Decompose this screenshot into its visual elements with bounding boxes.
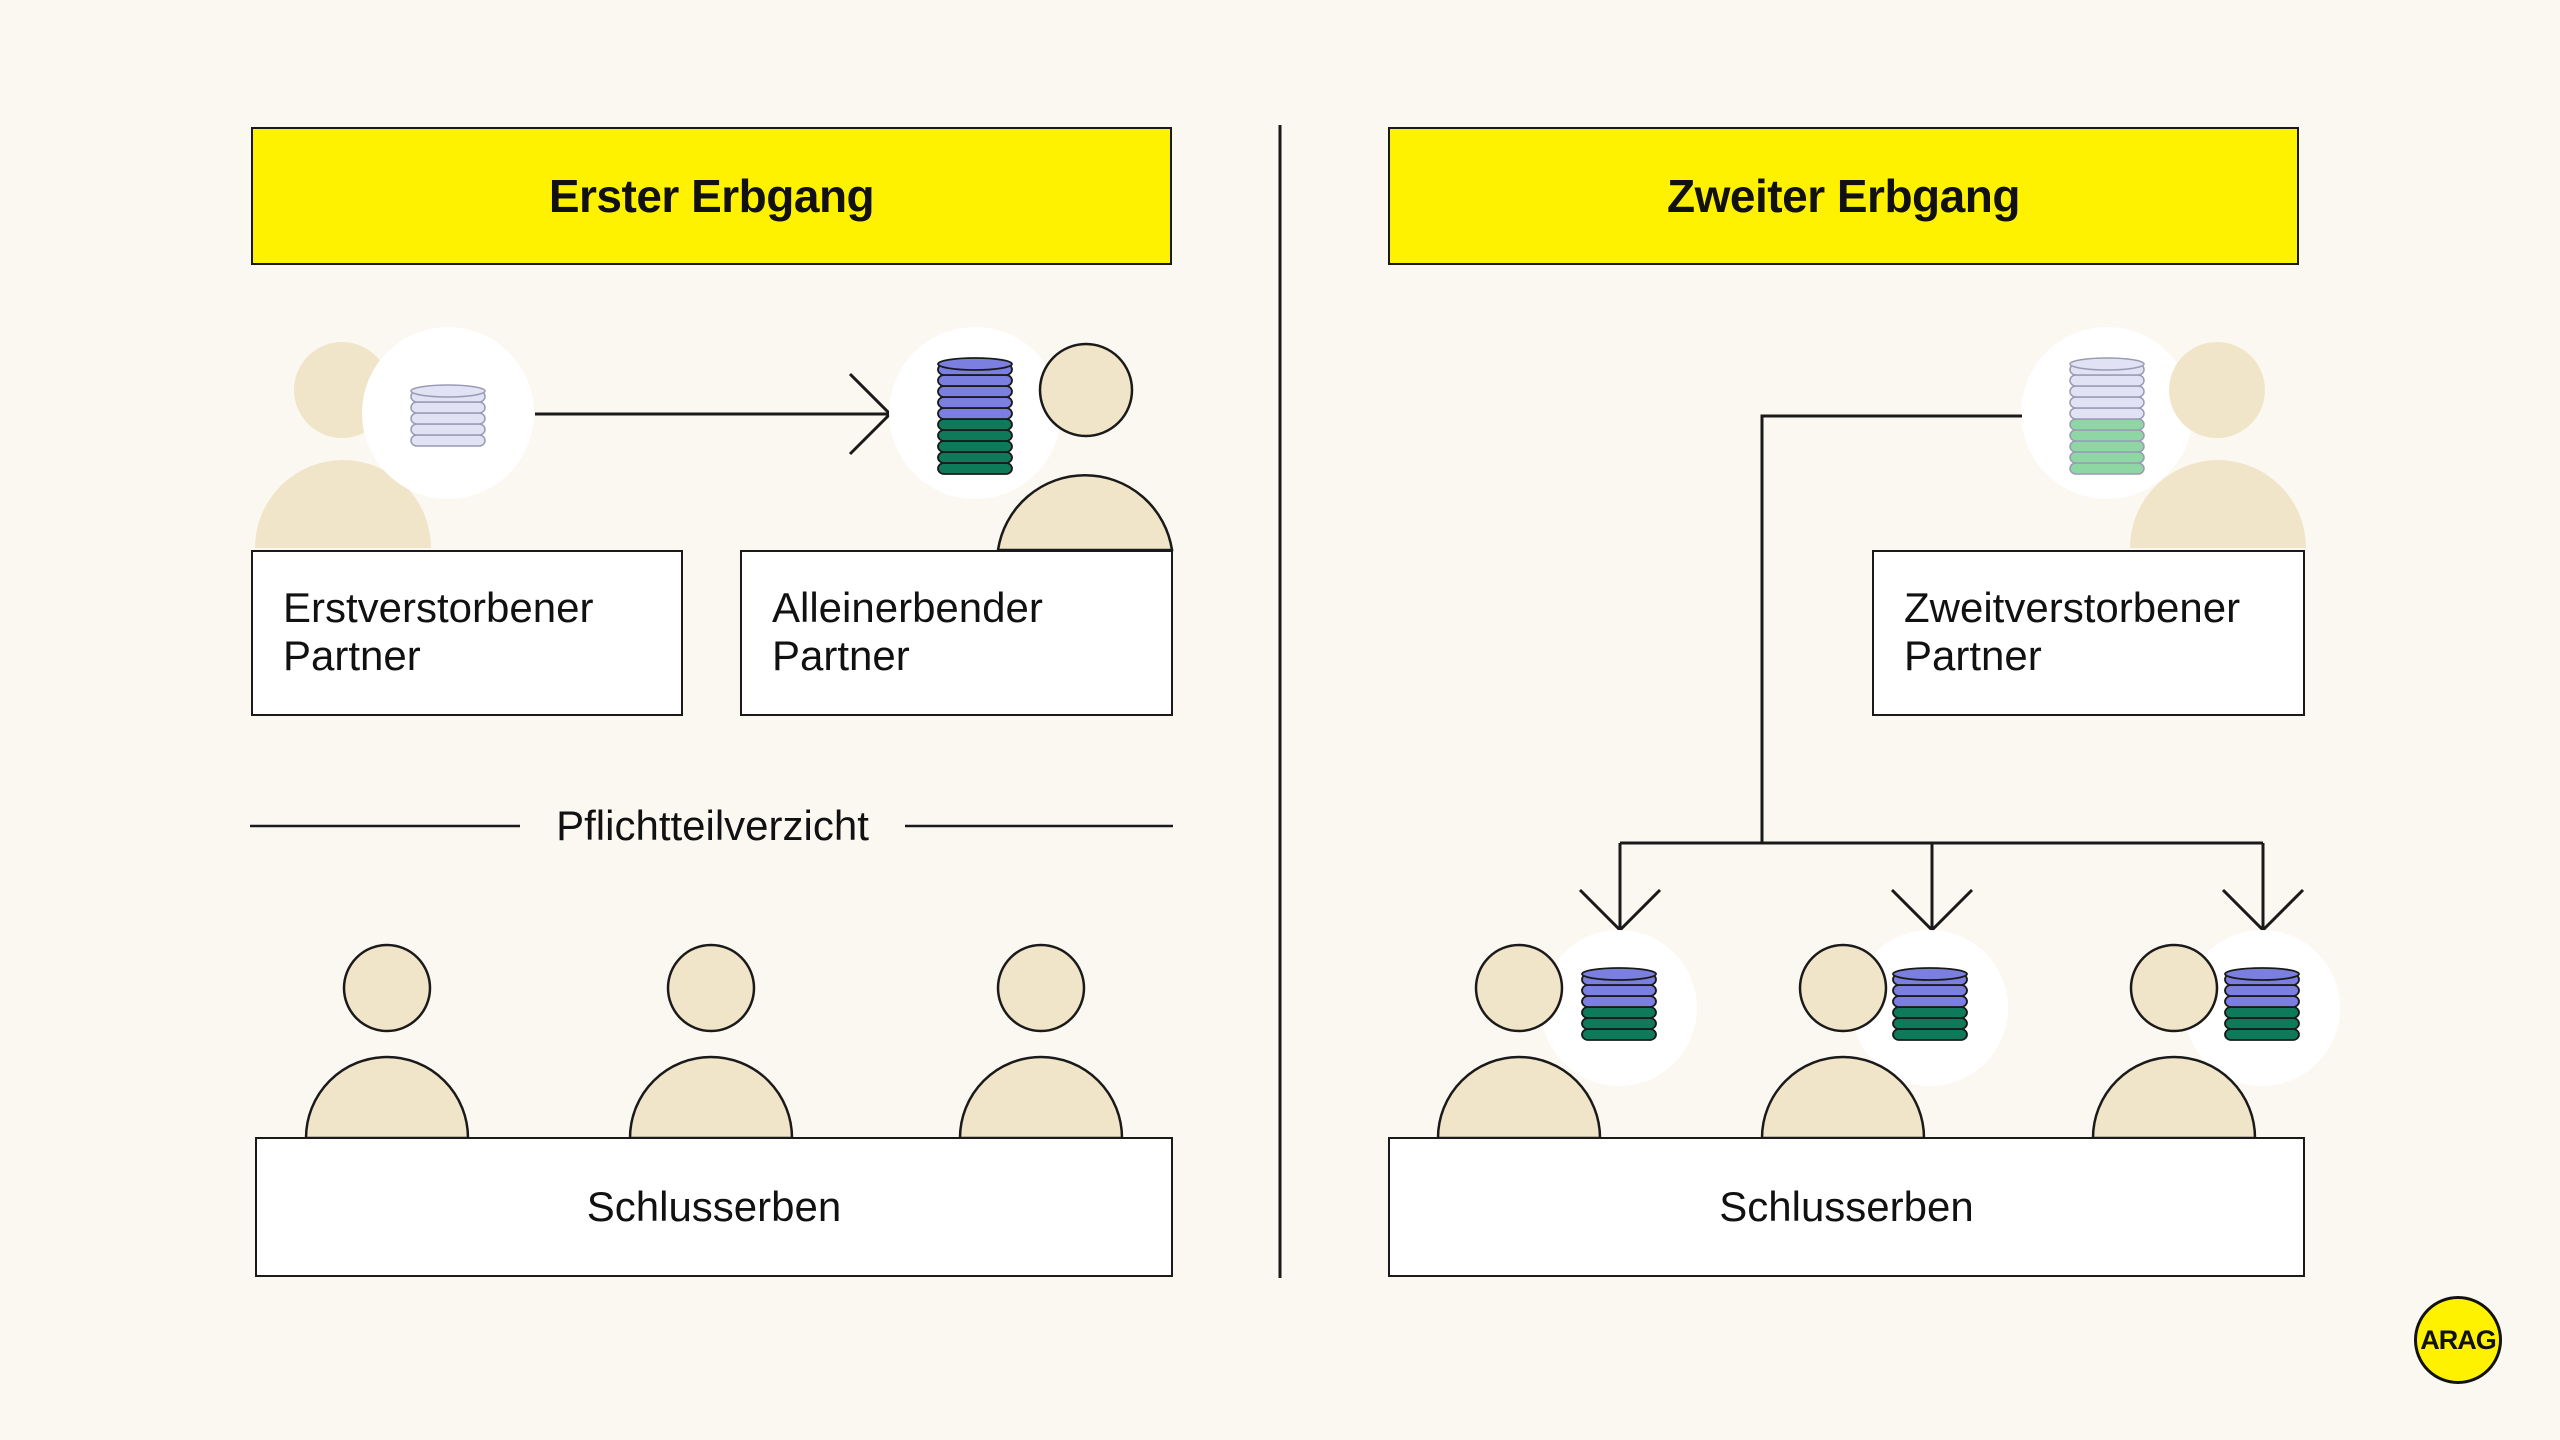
coin xyxy=(2224,995,2300,1008)
label-first-deceased: Erstverstorbener Partner xyxy=(251,550,683,716)
coin xyxy=(2069,451,2145,464)
coin-top xyxy=(410,384,486,398)
distribution-connector xyxy=(1578,414,2305,933)
final-heir-figure xyxy=(628,943,794,1140)
coin xyxy=(1581,1017,1657,1030)
final-heir-figure xyxy=(958,943,1124,1140)
final-heir-figure xyxy=(304,943,470,1140)
label-sole-heir: Alleinerbender Partner xyxy=(740,550,1173,716)
coin xyxy=(2069,429,2145,442)
coin-top xyxy=(2224,967,2300,981)
inheritance-arrow xyxy=(535,372,893,456)
label-line: Partner xyxy=(772,632,910,679)
coin xyxy=(2069,440,2145,453)
coin xyxy=(410,423,486,436)
final-heir-with-share-figure xyxy=(1436,930,1697,1140)
coin xyxy=(2224,1028,2300,1041)
final-heir-with-share-figure xyxy=(1760,930,2008,1140)
deceased-partner-figure xyxy=(255,327,534,548)
arag-logo-icon: ARAG xyxy=(2414,1296,2502,1384)
coin xyxy=(2069,407,2145,420)
coin xyxy=(2069,396,2145,409)
coin xyxy=(410,434,486,447)
sole-heir-figure xyxy=(889,327,1174,552)
coin xyxy=(1892,1017,1968,1030)
coin-top xyxy=(1892,967,1968,981)
second-deceased-figure xyxy=(2021,327,2306,548)
label-line: Partner xyxy=(283,632,421,679)
coin xyxy=(937,429,1013,442)
label-line: Alleinerbender xyxy=(772,584,1043,631)
coin xyxy=(937,418,1013,431)
coin xyxy=(937,407,1013,420)
coin xyxy=(937,396,1013,409)
label-line: Partner xyxy=(1904,632,2042,679)
coin-stack-full-icon xyxy=(937,357,1013,475)
label-line: Erstverstorbener xyxy=(283,584,594,631)
coin xyxy=(937,374,1013,387)
coin xyxy=(2069,462,2145,475)
coin xyxy=(1581,995,1657,1008)
coin xyxy=(937,462,1013,475)
header-first-inheritance: Erster Erbgang xyxy=(251,127,1172,265)
coin-stack-share-icon xyxy=(2224,967,2300,1041)
coin xyxy=(937,385,1013,398)
coin xyxy=(2224,1006,2300,1019)
label-second-deceased: Zweitverstorbener Partner xyxy=(1872,550,2305,716)
coin-stack-faded-icon xyxy=(2069,357,2145,475)
coin-stack-pale-icon xyxy=(410,384,486,447)
coin xyxy=(1892,995,1968,1008)
coin xyxy=(1581,1028,1657,1041)
label-final-heirs-left: Schlusserben xyxy=(255,1137,1173,1277)
coin-stack-share-icon xyxy=(1581,967,1657,1041)
coin-top xyxy=(2069,357,2145,371)
header-second-inheritance: Zweiter Erbgang xyxy=(1388,127,2299,265)
coin xyxy=(2069,374,2145,387)
coin xyxy=(1892,1028,1968,1041)
label-line: Zweitverstorbener xyxy=(1904,584,2241,631)
coin xyxy=(2069,418,2145,431)
coin-top xyxy=(1581,967,1657,981)
coin xyxy=(1892,1006,1968,1019)
coin xyxy=(2224,1017,2300,1030)
coin xyxy=(2069,385,2145,398)
coin-top xyxy=(937,357,1013,371)
coin xyxy=(410,412,486,425)
final-heir-with-share-figure xyxy=(2091,930,2340,1140)
coin xyxy=(1581,984,1657,997)
coin xyxy=(937,451,1013,464)
coin xyxy=(1581,1006,1657,1019)
coin xyxy=(2224,984,2300,997)
label-waiver: Pflichtteilverzicht xyxy=(522,800,903,852)
coin-stack-share-icon xyxy=(1892,967,1968,1041)
coin xyxy=(410,401,486,414)
label-final-heirs-right: Schlusserben xyxy=(1388,1137,2305,1277)
coin xyxy=(937,440,1013,453)
coin xyxy=(1892,984,1968,997)
